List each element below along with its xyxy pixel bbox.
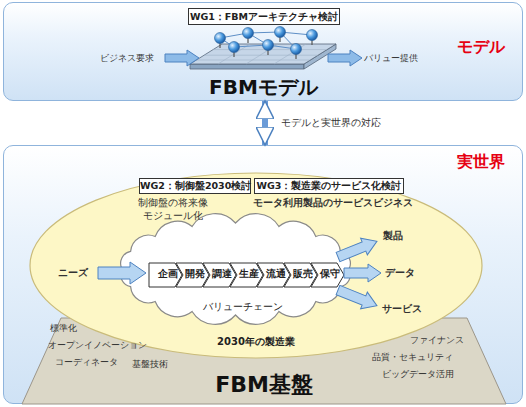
stage-text: 販売 <box>290 268 315 280</box>
stage-text: 流通 <box>263 268 288 280</box>
note-label: 制御盤の将来像 モジュール化 <box>136 196 210 222</box>
chevron-shape <box>230 263 263 287</box>
chevron-shape <box>176 263 209 287</box>
output-label: サービス <box>382 303 422 315</box>
model-panel: モデル WG1：FBMアーキテクチャ検討 FBMモデル <box>3 2 523 101</box>
group-title: WG3：製造業のサービス化検討 <box>255 180 403 191</box>
note-label: モータ利用製品のサービスビジネス <box>253 197 403 209</box>
needs-label: ニーズ <box>58 267 88 279</box>
foundation-item: オープンイノベーション <box>48 339 147 351</box>
connector-label: モデルと実世界の対応 <box>281 116 381 130</box>
working-group-box: WG1：FBMアーキテクチャ検討 <box>188 8 340 25</box>
chevron-stage: 企画 <box>149 263 182 287</box>
model-title: FBMモデル <box>176 75 351 99</box>
platform-shape <box>22 318 506 404</box>
group-title: WG1：FBMアーキテクチャ検討 <box>189 11 339 22</box>
working-group-box: WG2：制御盤2030検討 <box>139 178 251 194</box>
input-label: ビジネス要求 <box>100 52 154 64</box>
chevron-stage: 流通 <box>257 263 290 287</box>
output-label: 製品 <box>383 230 403 242</box>
chevron-shape <box>203 263 236 287</box>
output-label: データ <box>385 267 415 279</box>
cloud-title: バリューチェーン <box>173 301 313 313</box>
chevron-shape <box>311 263 344 287</box>
chevron-stage: 保守 <box>311 263 344 287</box>
stage-text: 開発 <box>182 268 207 280</box>
group-title: WG2：制御盤2030検討 <box>140 180 250 191</box>
foundation-item: コーディネータ <box>55 356 118 368</box>
value-chain-cloud: バリューチェーン 企画開発調達生産流通販売保守 <box>113 214 358 324</box>
stage-text: 企画 <box>155 268 180 280</box>
panel-heading: モデル <box>441 37 521 56</box>
foundation-item: ビッグデータ活用 <box>382 368 454 380</box>
chevron-shape <box>284 263 317 287</box>
foundation-item: 品質・セキュリティ <box>372 351 453 363</box>
chevron-shape <box>149 263 182 287</box>
stage-text: 生産 <box>236 268 261 280</box>
foundation-item: 基盤技術 <box>132 358 168 370</box>
chevron-shape <box>257 263 290 287</box>
stage-text: 調達 <box>209 268 234 280</box>
model-illustration: FBMモデル <box>176 28 351 100</box>
chevron-stage: 開発 <box>176 263 209 287</box>
foundation-item: 標準化 <box>50 322 77 334</box>
model-plate <box>190 27 336 70</box>
stage-text: 保守 <box>317 268 342 280</box>
output-label: バリュー提供 <box>364 52 418 64</box>
cloud-shape <box>121 214 351 325</box>
double-arrow-connector <box>262 101 268 145</box>
chevron-stage: 調達 <box>203 263 236 287</box>
foundation-item: ファイナンス <box>410 334 464 346</box>
panel-heading: 実世界 <box>441 152 521 171</box>
working-group-box: WG3：製造業のサービス化検討 <box>254 178 404 194</box>
chevron-stage: 生産 <box>230 263 263 287</box>
chevron-stage: 販売 <box>284 263 317 287</box>
ellipse-shape <box>30 173 482 358</box>
